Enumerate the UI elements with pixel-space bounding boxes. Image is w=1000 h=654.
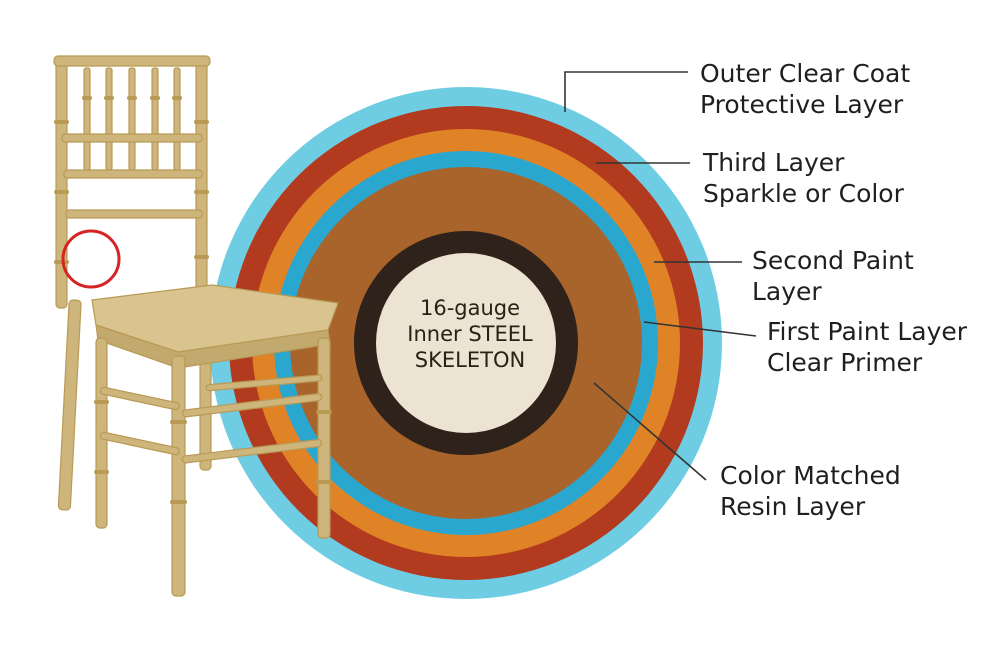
label-resin-line-2: Resin Layer bbox=[720, 492, 866, 521]
gold-chair-illustration bbox=[53, 55, 339, 597]
label-second-paint-line-1: Second Paint bbox=[752, 246, 914, 275]
label-outer-clear-coat: Outer Clear Coat Protective Layer bbox=[700, 58, 910, 120]
label-first-paint: First Paint Layer Clear Primer bbox=[767, 316, 967, 378]
label-outer-clear-coat-line-2: Protective Layer bbox=[700, 90, 904, 119]
layer-rings bbox=[210, 87, 722, 599]
leader-lines bbox=[564, 71, 757, 481]
label-first-paint-line-2: Clear Primer bbox=[767, 348, 923, 377]
label-third-layer-line-1: Third Layer bbox=[703, 148, 845, 177]
center-label-line-2: Inner STEEL bbox=[407, 322, 533, 346]
label-outer-clear-coat-line-1: Outer Clear Coat bbox=[700, 59, 911, 88]
leader-line-outer-clear-coat bbox=[564, 71, 688, 112]
core-disc bbox=[376, 253, 556, 433]
label-second-paint-line-2: Layer bbox=[752, 277, 822, 306]
center-label-line-3: SKELETON bbox=[414, 348, 526, 372]
label-first-paint-line-1: First Paint Layer bbox=[767, 317, 968, 346]
label-resin-line-1: Color Matched bbox=[720, 461, 901, 490]
label-third-layer-line-2: Sparkle or Color bbox=[703, 179, 904, 208]
highlight-circle bbox=[61, 229, 121, 289]
leader-line-first-paint bbox=[643, 321, 757, 337]
center-label-line-1: 16-gauge bbox=[419, 296, 521, 320]
label-second-paint: Second Paint Layer bbox=[752, 245, 914, 307]
leader-line-resin bbox=[593, 382, 707, 481]
label-third-layer: Third Layer Sparkle or Color bbox=[703, 147, 904, 209]
center-label-steel-skeleton: 16-gauge Inner STEEL SKELETON bbox=[380, 295, 560, 373]
label-resin: Color Matched Resin Layer bbox=[720, 460, 901, 522]
